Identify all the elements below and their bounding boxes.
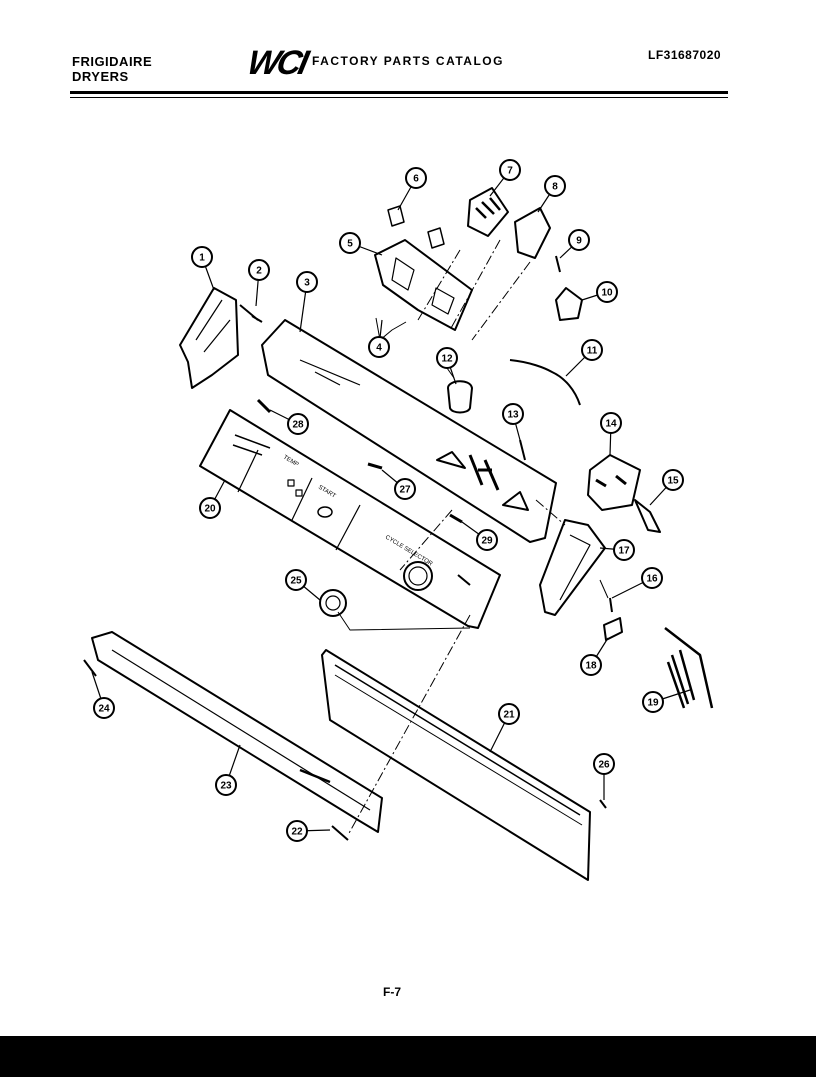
part-17-end-cap bbox=[539, 519, 606, 616]
part-8-switch bbox=[514, 207, 551, 259]
callout-circle-1 bbox=[191, 246, 213, 268]
part-1-bracket bbox=[179, 287, 239, 389]
callout-number-4: 4 bbox=[376, 343, 382, 354]
header-rule-thin bbox=[70, 97, 728, 98]
part-11-harness bbox=[509, 359, 581, 406]
callout-number-27: 27 bbox=[399, 485, 411, 496]
callout-circle-13 bbox=[502, 403, 524, 425]
part-14-timer bbox=[587, 454, 641, 511]
callout-number-23: 23 bbox=[220, 781, 232, 792]
product-category: DRYERS bbox=[72, 69, 129, 84]
callout-number-8: 8 bbox=[552, 182, 558, 193]
part-20-control-panel-overlay bbox=[199, 409, 501, 629]
part-6-clip bbox=[387, 205, 445, 249]
part-27-light bbox=[367, 462, 383, 470]
part-21-rear-panel bbox=[321, 649, 591, 881]
callout-number-6: 6 bbox=[413, 174, 419, 185]
catalog-page: FRIGIDAIRE DRYERS WCI FACTORY PARTS CATA… bbox=[0, 0, 816, 1036]
callout-number-13: 13 bbox=[507, 410, 519, 421]
callout-number-22: 22 bbox=[291, 827, 303, 838]
part-10-buzzer bbox=[555, 287, 583, 321]
callout-circle-2 bbox=[248, 259, 270, 281]
part-19-wire-harness bbox=[664, 627, 714, 709]
part-12-knob bbox=[447, 380, 473, 414]
part-29-screw bbox=[449, 513, 463, 524]
callout-circle-29 bbox=[476, 529, 498, 551]
model-number: LF31687020 bbox=[648, 48, 722, 62]
callout-number-7: 7 bbox=[507, 166, 513, 177]
callout-circle-8 bbox=[544, 175, 566, 197]
part-22-screw bbox=[331, 825, 349, 841]
part-15-clip bbox=[634, 499, 661, 533]
callout-group: 1234567891011121314151617181920212223242… bbox=[91, 159, 691, 842]
callout-circle-19 bbox=[642, 691, 664, 713]
part-7-switch bbox=[467, 187, 509, 237]
header-rule bbox=[70, 91, 728, 94]
callout-number-10: 10 bbox=[601, 288, 613, 299]
part-23-front-trim bbox=[91, 631, 383, 833]
callout-circle-27 bbox=[394, 478, 416, 500]
callout-circle-15 bbox=[662, 469, 684, 491]
callout-number-17: 17 bbox=[618, 546, 630, 557]
part-2-screw bbox=[239, 304, 263, 323]
callout-circle-21 bbox=[498, 703, 520, 725]
callout-circle-7 bbox=[499, 159, 521, 181]
part-26-screw bbox=[599, 799, 607, 809]
part-5-mounting-plate bbox=[374, 239, 473, 331]
callout-number-5: 5 bbox=[347, 239, 353, 250]
callout-circle-12 bbox=[436, 347, 458, 369]
callout-number-28: 28 bbox=[292, 420, 304, 431]
scan-border bbox=[0, 1036, 816, 1077]
callout-number-2: 2 bbox=[256, 266, 262, 277]
callout-circle-26 bbox=[593, 753, 615, 775]
callout-circle-23 bbox=[215, 774, 237, 796]
part-25-selector-knob bbox=[319, 589, 347, 617]
callout-circle-3 bbox=[296, 271, 318, 293]
part-24-screw bbox=[83, 659, 97, 677]
callout-number-16: 16 bbox=[646, 574, 658, 585]
callout-circle-24 bbox=[93, 697, 115, 719]
callout-number-19: 19 bbox=[647, 698, 659, 709]
part-9-screw bbox=[555, 255, 561, 273]
callout-number-15: 15 bbox=[667, 476, 679, 487]
callout-circle-20 bbox=[199, 497, 221, 519]
callout-number-24: 24 bbox=[98, 704, 110, 715]
callout-circle-14 bbox=[600, 412, 622, 434]
callout-circle-25 bbox=[285, 569, 307, 591]
callout-circle-11 bbox=[581, 339, 603, 361]
panel-label-temp: TEMP bbox=[282, 455, 299, 469]
callout-number-12: 12 bbox=[441, 354, 453, 365]
brand-block: FRIGIDAIRE DRYERS bbox=[72, 54, 152, 84]
callout-circle-6 bbox=[405, 167, 427, 189]
part-13-screw bbox=[519, 439, 526, 461]
part-3-console-panel bbox=[261, 319, 557, 543]
callout-circle-18 bbox=[580, 654, 602, 676]
callout-circle-10 bbox=[596, 281, 618, 303]
part-18-bracket bbox=[603, 617, 623, 641]
callout-circle-9 bbox=[568, 229, 590, 251]
panel-label-start: START bbox=[317, 485, 337, 500]
page-number: F-7 bbox=[383, 985, 401, 999]
callout-number-29: 29 bbox=[481, 536, 493, 547]
part-28-screw bbox=[256, 398, 272, 414]
catalog-title: FACTORY PARTS CATALOG bbox=[312, 54, 504, 68]
callout-number-21: 21 bbox=[503, 710, 515, 721]
brand-name: FRIGIDAIRE bbox=[72, 54, 153, 69]
callout-number-9: 9 bbox=[576, 236, 582, 247]
callout-circle-22 bbox=[286, 820, 308, 842]
callout-circle-17 bbox=[613, 539, 635, 561]
callout-number-11: 11 bbox=[587, 346, 598, 357]
callout-number-25: 25 bbox=[290, 576, 302, 587]
callout-number-20: 20 bbox=[204, 504, 216, 515]
callout-number-3: 3 bbox=[304, 278, 310, 289]
callout-circle-28 bbox=[287, 413, 309, 435]
exploded-parts-diagram: CYCLE SELECTOR START TEMP 12345678910111… bbox=[83, 159, 714, 881]
callout-number-26: 26 bbox=[598, 760, 610, 771]
callout-number-1: 1 bbox=[199, 253, 205, 264]
callout-circle-5 bbox=[339, 232, 361, 254]
callout-circle-16 bbox=[641, 567, 663, 589]
callout-number-18: 18 bbox=[585, 661, 597, 672]
callout-circle-4 bbox=[368, 336, 390, 358]
callout-number-14: 14 bbox=[605, 419, 617, 430]
